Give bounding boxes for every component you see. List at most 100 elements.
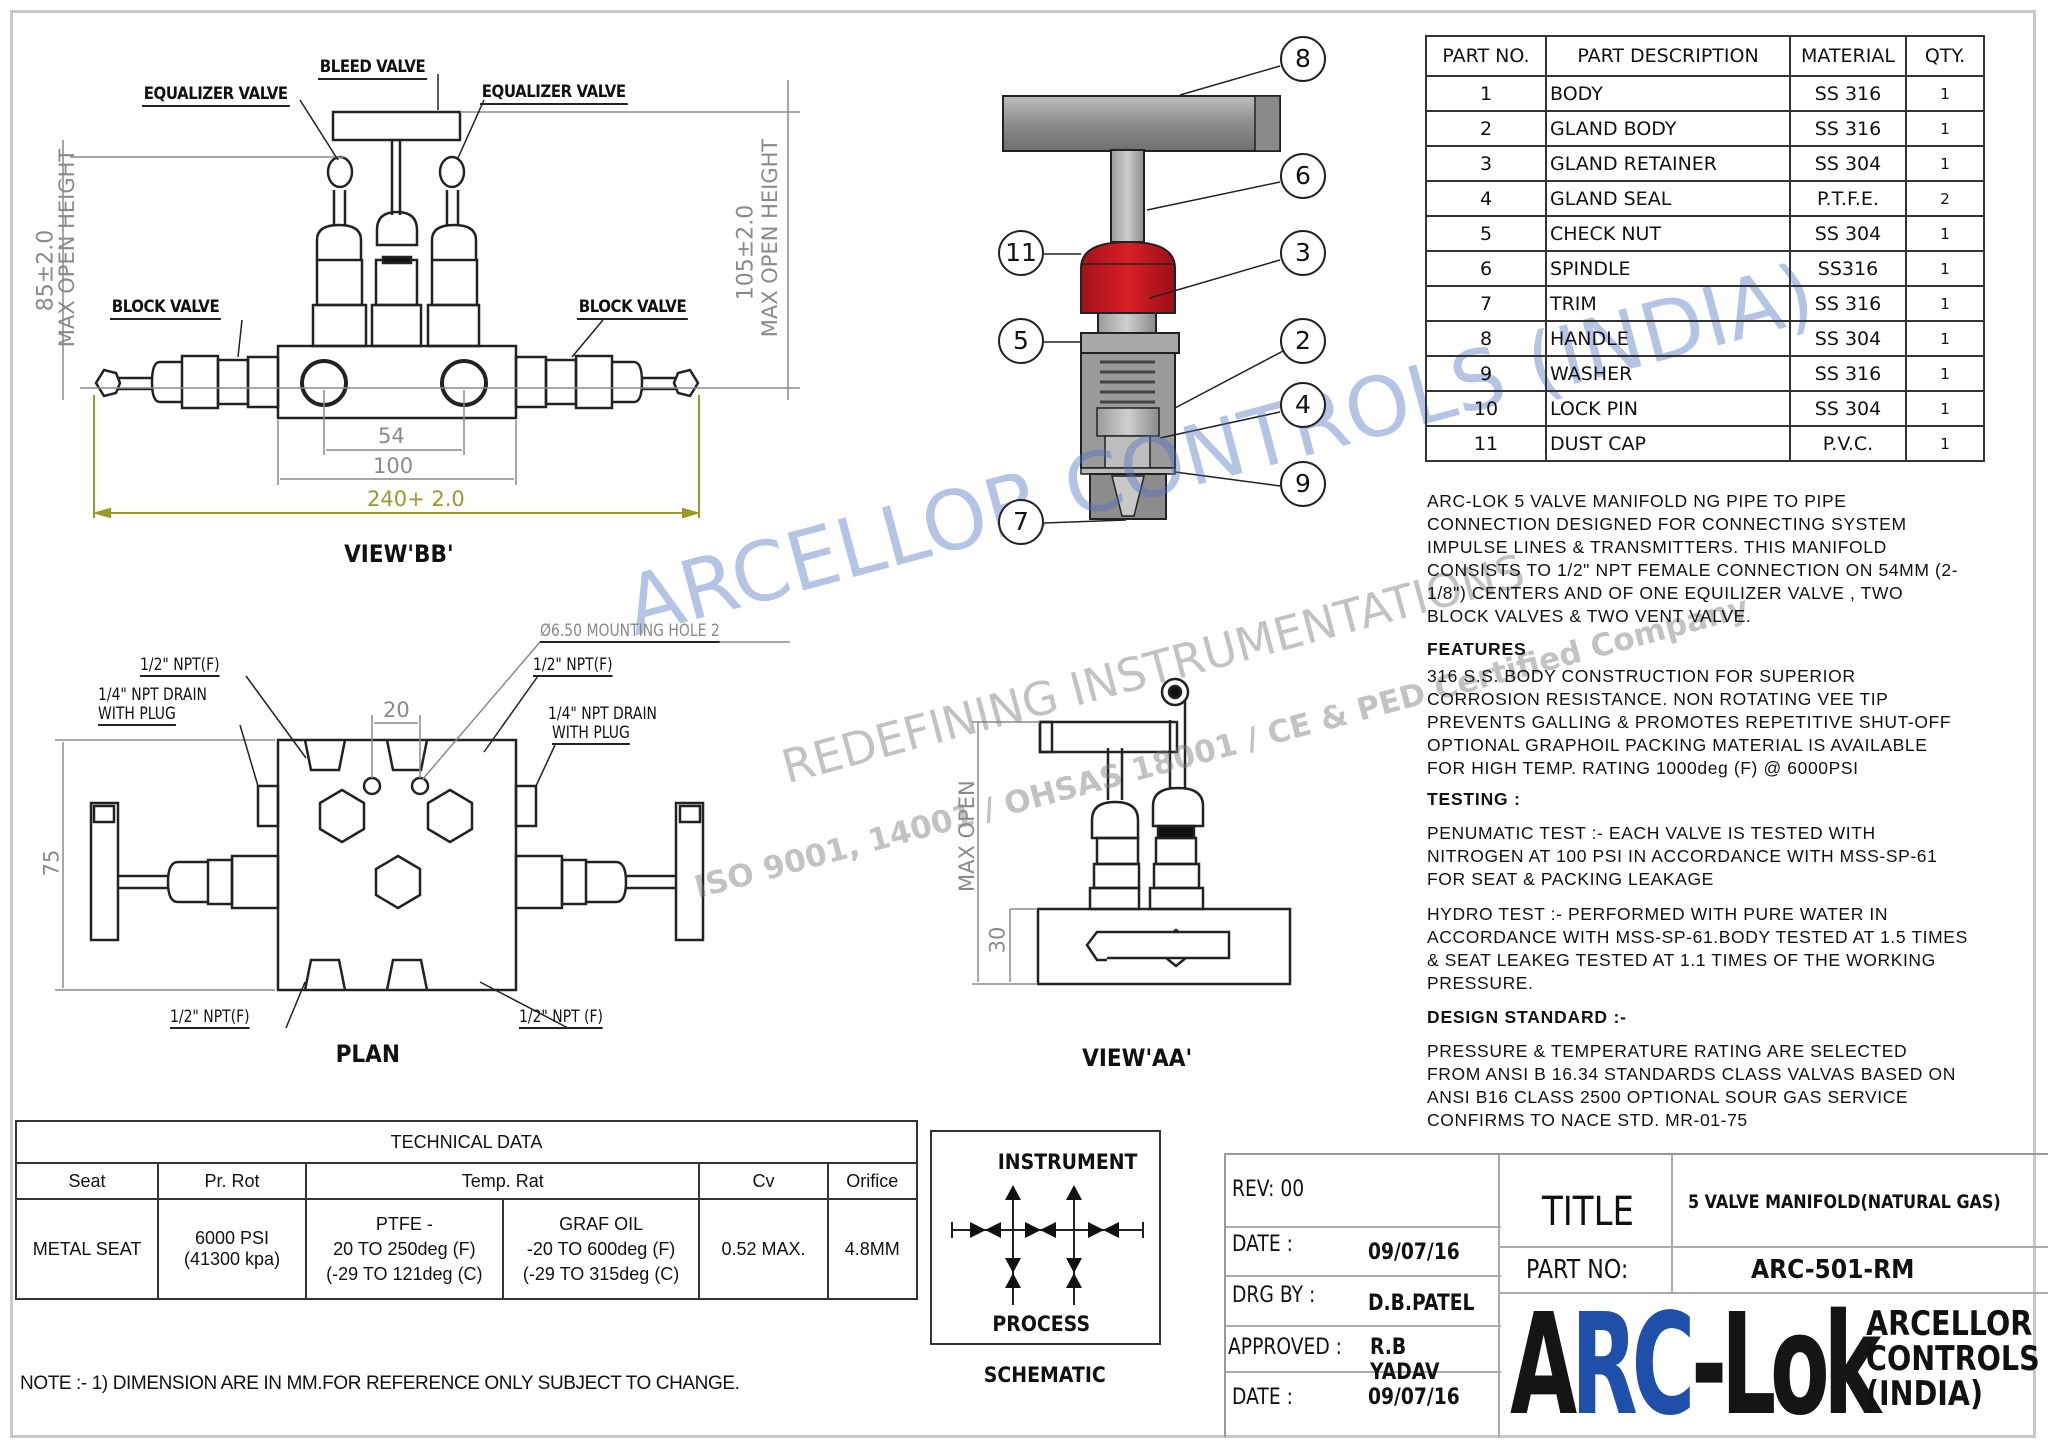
company-name: ARCELLOR CONTROLS (INDIA) — [1866, 1307, 2040, 1412]
dim-54: 54 — [378, 424, 405, 448]
equalizer-valve-left-label: EQUALIZER VALVE — [142, 84, 290, 107]
value-seat: METAL SEAT — [14, 1198, 160, 1300]
balloon-8: 8 — [1280, 36, 1326, 82]
hydro-test-text: HYDRO TEST :- PERFORMED WITH PURE WATER … — [1427, 904, 1968, 993]
view-bb-drawing — [62, 74, 800, 519]
date2-row: DATE :09/07/16 — [1226, 1371, 1501, 1437]
balloon-6: 6 — [1280, 153, 1326, 199]
header-orifice: Orifice — [826, 1162, 919, 1200]
parts-table: PART NO. PART DESCRIPTION MATERIAL QTY. … — [1425, 35, 1985, 462]
title-block-grid — [1498, 1153, 2048, 1437]
material-cell: SS 316 — [1789, 75, 1907, 112]
qty-cell: 1 — [1905, 390, 1985, 427]
part-no-cell: 7 — [1425, 285, 1547, 322]
drg-label: DRG BY : — [1232, 1283, 1316, 1308]
drg-value: D.B.PATEL — [1368, 1291, 1475, 1316]
date-row: DATE :09/07/16 — [1226, 1226, 1501, 1277]
value-grafoil: GRAF OIL -20 TO 600deg (F) (-29 TO 315de… — [501, 1198, 701, 1300]
qty-cell: 1 — [1905, 355, 1985, 392]
plan-drawing — [55, 641, 790, 1029]
part-description-cell: GLAND SEAL — [1545, 180, 1791, 217]
header-pressure: Pr. Rot — [157, 1162, 307, 1200]
dim-105: 105±2.0 — [733, 204, 759, 301]
schematic-symbol — [951, 1185, 1144, 1305]
block-valve-right-label: BLOCK VALVE — [577, 297, 688, 320]
view-aa-title: VIEW'AA' — [1082, 1044, 1193, 1072]
part-description-cell: HANDLE — [1545, 320, 1791, 357]
approved-row: APPROVED :R.B YADAV — [1226, 1325, 1501, 1385]
approved-label: APPROVED : — [1228, 1335, 1342, 1360]
part-description-cell: DUST CAP — [1545, 425, 1791, 462]
qty-cell: 1 — [1905, 215, 1985, 252]
date-value: 09/07/16 — [1368, 1240, 1460, 1265]
dim-max-open: MAX OPEN — [955, 780, 979, 892]
features-text: 316 S.S. BODY CONSTRUCTION FOR SUPERIOR … — [1427, 666, 1952, 778]
part-no-cell: 9 — [1425, 355, 1547, 392]
part-description-cell: GLAND RETAINER — [1545, 145, 1791, 182]
arc-lok-logo: ARC-Lok — [1510, 1296, 1881, 1436]
npt-bottom-right-label: 1/2" NPT (F) — [519, 1007, 603, 1029]
material-cell: SS 304 — [1789, 320, 1907, 357]
balloon-7: 7 — [998, 499, 1044, 545]
schematic-process-label: PROCESS — [992, 1312, 1091, 1336]
part-no-cell: 4 — [1425, 180, 1547, 217]
npt-top-right-label: 1/2" NPT(F) — [533, 655, 613, 677]
value-orifice: 4.8MM — [826, 1198, 919, 1300]
view-bb-title: VIEW'BB' — [344, 540, 454, 568]
date2-label: DATE : — [1232, 1385, 1293, 1410]
technical-data-title: TECHNICAL DATA — [15, 1120, 918, 1164]
part-no-cell: 6 — [1425, 250, 1547, 287]
pneumatic-test-text: PENUMATIC TEST :- EACH VALVE IS TESTED W… — [1427, 823, 1938, 889]
part-no-label: PART NO: — [1526, 1255, 1629, 1285]
material-cell: SS 304 — [1789, 145, 1907, 182]
col-part-no: PART NO. — [1425, 35, 1547, 77]
testing-heading: TESTING : — [1427, 789, 1521, 809]
qty-cell: 2 — [1905, 180, 1985, 217]
qty-cell: 1 — [1905, 75, 1985, 112]
parts-table-header: PART NO. PART DESCRIPTION MATERIAL QTY. — [1425, 35, 1985, 77]
header-cv: Cv — [698, 1162, 829, 1200]
part-description-cell: WASHER — [1545, 355, 1791, 392]
value-pressure: 6000 PSI (41300 kpa) — [157, 1198, 307, 1300]
drawing-title: 5 VALVE MANIFOLD(NATURAL GAS) — [1688, 1191, 2001, 1213]
balloon-2: 2 — [1280, 318, 1326, 364]
part-no-cell: 3 — [1425, 145, 1547, 182]
part-description-cell: GLAND BODY — [1545, 110, 1791, 147]
balloon-9: 9 — [1280, 461, 1326, 507]
equalizer-valve-right-label: EQUALIZER VALVE — [480, 82, 628, 105]
dim-105-label: MAX OPEN HEIGHT — [758, 138, 782, 338]
material-cell: SS 316 — [1789, 355, 1907, 392]
material-cell: P.T.F.E. — [1789, 180, 1907, 217]
header-temp: Temp. Rat — [304, 1162, 701, 1200]
qty-cell: 1 — [1905, 285, 1985, 322]
material-cell: SS316 — [1789, 250, 1907, 287]
part-no-cell: 10 — [1425, 390, 1547, 427]
material-cell: P.V.C. — [1789, 425, 1907, 462]
company-line-2: CONTROLS — [1866, 1339, 2040, 1379]
dim-20: 20 — [383, 698, 410, 722]
dim-85-label: MAX OPEN HEIGHT — [55, 148, 79, 348]
company-line-3: (INDIA) — [1866, 1374, 1984, 1414]
block-valve-left-label: BLOCK VALVE — [110, 297, 221, 320]
balloon-5: 5 — [998, 318, 1044, 364]
material-cell: SS 304 — [1789, 215, 1907, 252]
sheet-border — [10, 10, 2036, 1438]
bleed-valve-label: BLEED VALVE — [318, 57, 428, 80]
plan-title: PLAN — [335, 1040, 400, 1068]
col-qty: QTY. — [1905, 35, 1985, 77]
dim-240: 240+ 2.0 — [367, 487, 465, 511]
part-description-cell: BODY — [1545, 75, 1791, 112]
balloon-4: 4 — [1280, 382, 1326, 428]
part-no-value: ARC-501-RM — [1751, 1255, 1915, 1285]
npt-top-left-label: 1/2" NPT(F) — [140, 655, 220, 677]
part-description-cell: SPINDLE — [1545, 250, 1791, 287]
balloon-3: 3 — [1280, 230, 1326, 276]
part-no-cell: 2 — [1425, 110, 1547, 147]
